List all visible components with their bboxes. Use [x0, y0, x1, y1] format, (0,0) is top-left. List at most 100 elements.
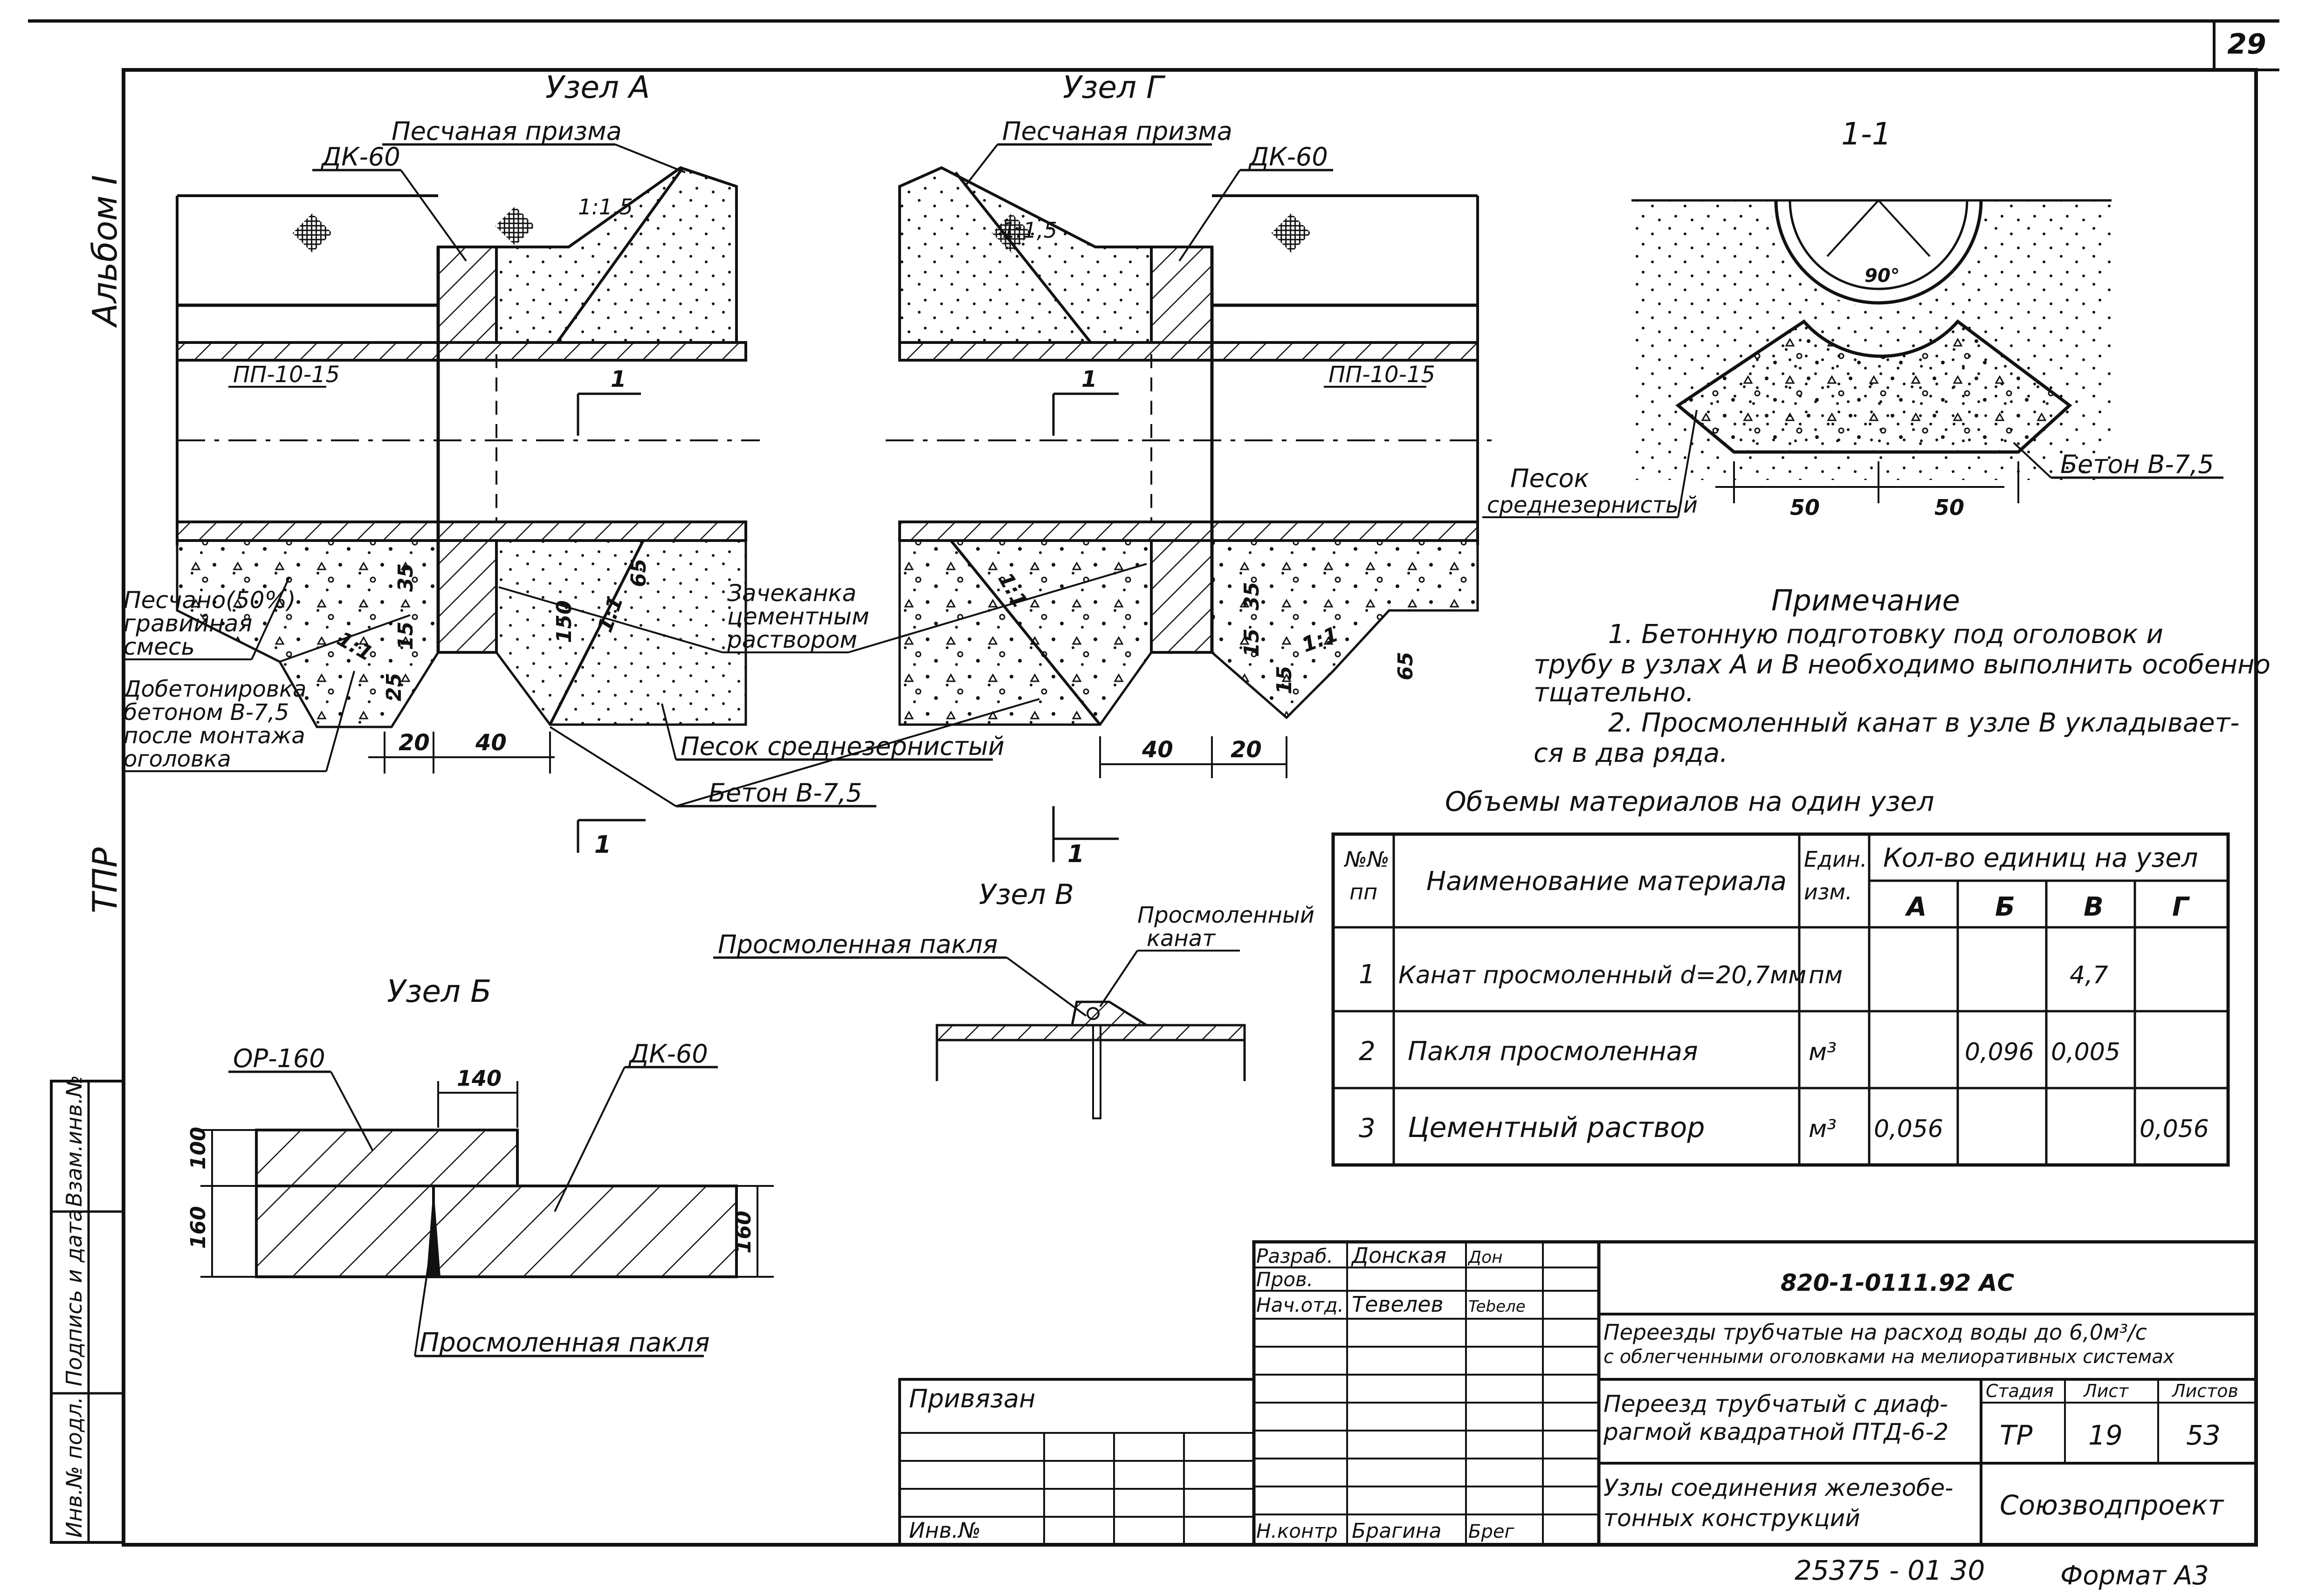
section-dim-50a: 50 [1790, 495, 1820, 520]
node-b-drawing: Узел Б 140 100 160 160 ОР-160 ДК-60 Прос… [186, 973, 774, 1358]
node-a-caulking-3: раствором [727, 626, 857, 653]
note-line-4: 2. Просмоленный канат в узле В укладывае… [1608, 708, 2239, 738]
tb-inv: Инв.№ [909, 1518, 981, 1543]
row2-v: 0,005 [2051, 1038, 2120, 1066]
node-a-concrete: Бетон В-7,5 [709, 778, 862, 808]
tb-sheet-title-1: Переезд трубчатый с диаф- [1603, 1391, 1948, 1418]
node-g-pipe: ПП-10-15 [1328, 362, 1435, 388]
node-a-dim-35: 35 [394, 563, 418, 592]
node-a-section-mark-top: 1 [611, 366, 626, 392]
page-number: 29 [2227, 28, 2266, 61]
row1-no: 1 [1359, 959, 1376, 990]
section-1-1-title: 1-1 [1841, 116, 1892, 152]
tb-stage-header: Стадия [1986, 1381, 2054, 1401]
node-a-pipe: ПП-10-15 [233, 362, 340, 388]
tb-name-3: Тевелев [1352, 1292, 1444, 1317]
tb-control-role: Н.контр [1256, 1520, 1338, 1542]
node-a-extra-concrete-1: Добетонировка [123, 676, 306, 702]
node-b-dk60: ДК-60 [628, 1039, 708, 1069]
node-g-title: Узел Г [1063, 69, 1166, 105]
node-g-section-mark-top: 1 [1081, 366, 1097, 392]
node-g-dim-65: 65 [1394, 652, 1417, 680]
section-dim-50b: 50 [1934, 495, 1964, 520]
th-no-1: №№ [1343, 847, 1390, 872]
row2-name: Пакля просмоленная [1408, 1036, 1698, 1067]
tb-org: Союзводпроект [2000, 1489, 2224, 1521]
row3-name: Цементный раствор [1408, 1111, 1705, 1144]
tb-project-2: с облегченными оголовками на мелиоративн… [1603, 1346, 2174, 1368]
row2-unit: м³ [1809, 1038, 1837, 1066]
node-a-drawing: Узел А 20 40 35 15 25 150 65 [123, 69, 1147, 859]
section-1-1-drawing: 1-1 90° 50 50 Бетон В-7,5 Песок среднезе… [1482, 116, 2223, 520]
node-g-dim-35: 35 [1240, 582, 1264, 610]
tb-format: Формат А3 [2060, 1561, 2209, 1591]
th-unit-1: Един. [1804, 847, 1867, 872]
tb-role-3: Нач.отд. [1256, 1294, 1344, 1316]
node-v-oakum: Просмоленная пакля [718, 930, 998, 959]
node-a-dk60: ДК-60 [321, 142, 400, 171]
note-block: Примечание 1. Бетонную подготовку под ог… [1534, 583, 2271, 768]
node-g-dim-20: 20 [1231, 737, 1262, 763]
row1-name: Канат просмоленный d=20,7мм [1398, 961, 1806, 989]
tb-archive: 25375 - 01 30 [1795, 1555, 1985, 1586]
row3-no: 3 [1359, 1113, 1376, 1144]
node-a-extra-concrete-3: после монтажа [124, 723, 305, 749]
row1-v: 4,7 [2070, 961, 2108, 989]
node-g-sand-prism: Песчаная призма [1002, 116, 1232, 146]
node-a-title: Узел А [545, 69, 650, 105]
note-line-3: тщательно. [1534, 678, 1694, 708]
th-name: Наименование материала [1426, 866, 1787, 897]
album-label: Альбом I [85, 175, 124, 328]
row2-b: 0,096 [1965, 1038, 2034, 1066]
note-line-1: 1. Бетонную подготовку под оголовок и [1608, 619, 2163, 650]
tb-stage: ТР [2000, 1419, 2032, 1451]
title-block: Привязан Инв.№ Разраб. Донская Дон Пров.… [898, 1240, 2258, 1591]
node-a-slope-prism: 1:1,5 [578, 194, 633, 219]
row3-g: 0,056 [2140, 1115, 2209, 1143]
node-a-sand-medium: Песок среднезернистый [681, 732, 1005, 761]
section-concrete: Бетон В-7,5 [2060, 450, 2214, 479]
node-v-rope-1: Просмоленный [1137, 902, 1314, 928]
node-a-caulking-2: цементным [727, 603, 869, 630]
note-title: Примечание [1771, 583, 1960, 617]
node-a-sand-gravel-2: гравийная [124, 610, 253, 637]
section-sand-1: Песок [1510, 464, 1590, 493]
tb-control-name: Брагина [1352, 1519, 1442, 1543]
section-sand-2: среднезернистый [1487, 492, 1698, 518]
stamp-inv-repl: Взам.инв.№ [62, 1075, 87, 1207]
section-angle: 90° [1865, 265, 1900, 287]
row3-a: 0,056 [1874, 1115, 1943, 1143]
th-node-g: Г [2172, 892, 2190, 922]
node-b-dim-100: 100 [186, 1127, 210, 1170]
tb-sign-1: Дон [1467, 1248, 1503, 1267]
node-b-dim-160-right: 160 [732, 1211, 756, 1254]
node-a-extra-concrete-4: оголовка [124, 746, 231, 772]
node-b-title: Узел Б [387, 973, 491, 1009]
node-a-dim-150: 150 [552, 600, 576, 643]
tb-name-1: Донская [1351, 1243, 1446, 1268]
node-a-sand-gravel-3: смесь [124, 633, 195, 660]
node-g-dim-15b: 15 [1273, 666, 1296, 694]
tb-sheet-title-2: рагмой квадратной ПТД-6-2 [1603, 1418, 1948, 1445]
node-v-drawing: Узел В Просмоленная пакля Просмоленный к… [713, 878, 1314, 1119]
tb-drawing-title-2: тонных конструкций [1603, 1505, 1860, 1532]
node-b-oakum: Просмоленная пакля [420, 1328, 710, 1358]
row3-unit: м³ [1809, 1115, 1837, 1143]
node-g-section-mark-bot: 1 [1067, 840, 1084, 868]
tb-project-1: Переезды трубчатые на расход воды до 6,0… [1603, 1320, 2147, 1345]
th-unit-2: изм. [1804, 879, 1852, 904]
node-b-dim-140: 140 [457, 1066, 502, 1091]
stamp-inv-orig: Инв.№ подл. [62, 1397, 87, 1538]
node-v-title: Узел В [979, 878, 1074, 911]
node-a-dim-15: 15 [394, 622, 418, 650]
th-node-b: Б [1995, 892, 2015, 922]
tb-control-sign: Брег [1468, 1521, 1514, 1542]
node-g-dim-40: 40 [1142, 737, 1173, 763]
node-b-dim-160-left: 160 [186, 1206, 210, 1249]
row2-no: 2 [1359, 1036, 1376, 1067]
th-qty: Кол-во единиц на узел [1883, 843, 2198, 873]
tb-doc-code: 820-1-0111.92 АС [1781, 1269, 2015, 1296]
note-line-2: трубу в узлах А и В необходимо выполнить… [1534, 650, 2271, 680]
table-title: Объемы материалов на один узел [1445, 786, 1934, 817]
